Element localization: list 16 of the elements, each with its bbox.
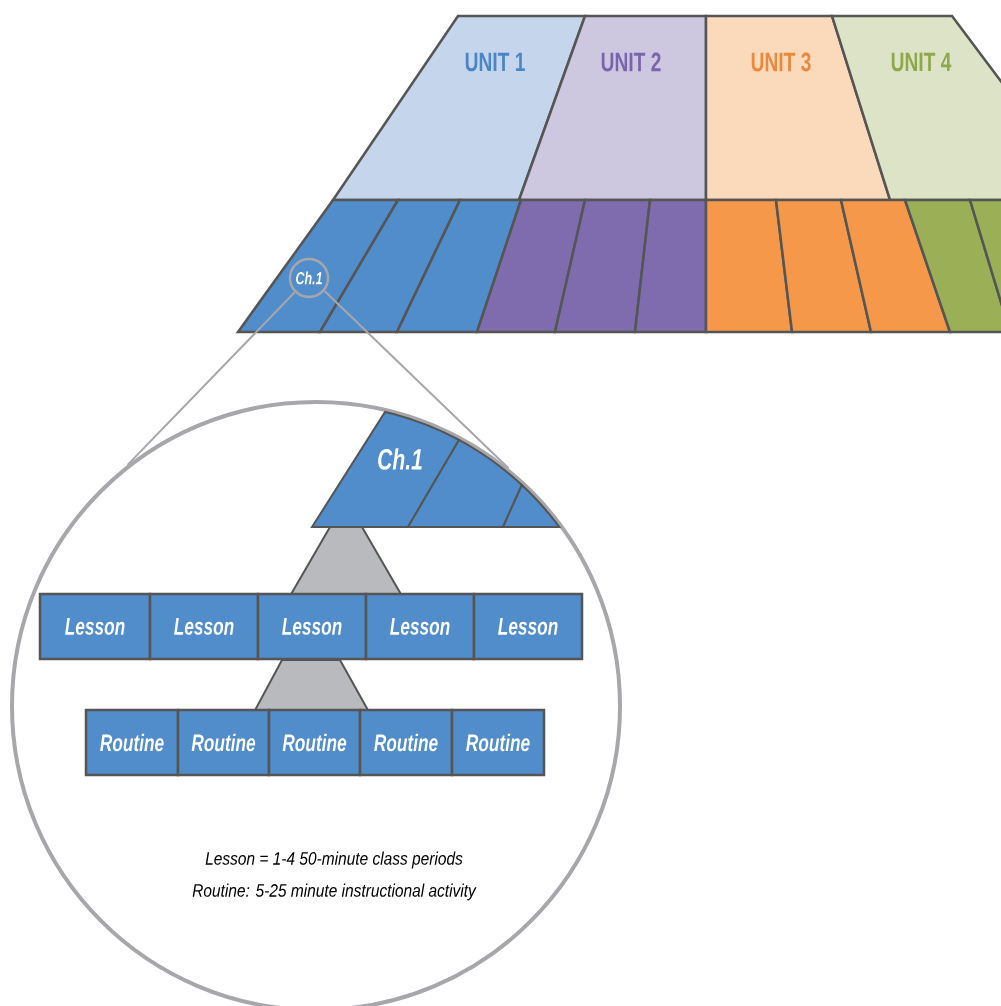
lesson-box: Lesson xyxy=(148,592,260,661)
routine-box: Routine xyxy=(84,708,180,777)
routine-box: Routine xyxy=(176,708,271,777)
routine-box: Routine xyxy=(450,708,546,777)
lesson-box: Lesson xyxy=(472,592,584,661)
routine-box: Routine xyxy=(267,708,362,777)
zoom-line xyxy=(323,290,510,470)
unit-band: UNIT 4 xyxy=(830,14,1001,202)
zoom-line xyxy=(126,291,296,466)
note-text: Lesson = 1-4 50-minute class periods xyxy=(205,851,463,869)
routine-box: Routine xyxy=(358,708,454,777)
lesson-box: Lesson xyxy=(364,592,476,661)
unit-band: UNIT 3 xyxy=(704,14,892,202)
lesson-box: Lesson xyxy=(256,592,368,661)
note-text: Routine: 5-25 minute instructional activity xyxy=(192,883,477,901)
lesson-box: Lesson xyxy=(38,592,152,661)
